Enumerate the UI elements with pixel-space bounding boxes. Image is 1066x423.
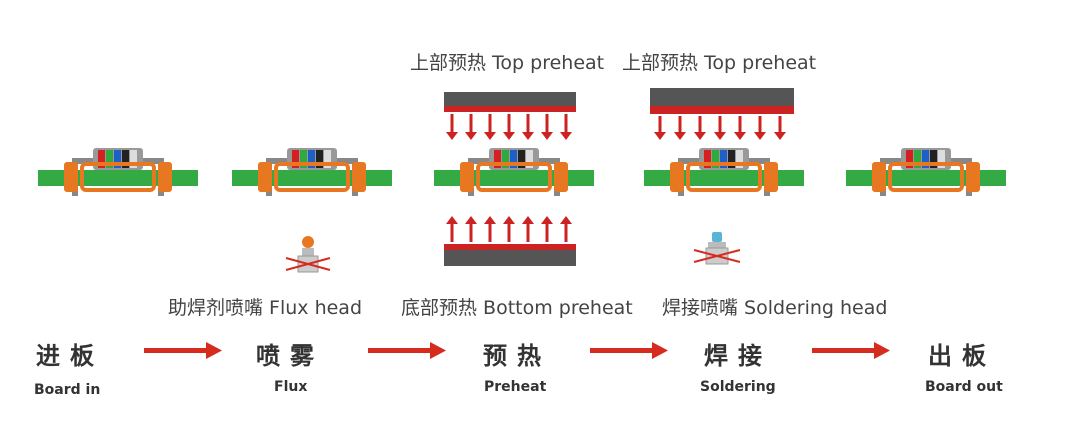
step-en-board-in: Board in — [34, 382, 101, 398]
board-unit-4 — [642, 146, 806, 198]
step-en-board-out: Board out — [925, 379, 1003, 395]
step-cn-soldering: 焊接 — [704, 342, 772, 370]
step-cn-preheat: 预热 — [483, 342, 551, 370]
step-en-preheat: Preheat — [484, 379, 547, 395]
label-soldering-head: 焊接喷嘴 Soldering head — [662, 297, 888, 319]
bottom-heater — [444, 216, 576, 266]
label-flux-head: 助焊剂喷嘴 Flux head — [168, 297, 363, 319]
label-top-preheat-2: 上部预热 Top preheat — [622, 52, 817, 74]
flow-arrow-4 — [812, 342, 890, 359]
step-en-flux: Flux — [274, 379, 308, 395]
flux-nozzle-icon — [285, 236, 331, 273]
board-unit-3 — [432, 146, 596, 198]
soldering-nozzle-icon — [693, 232, 741, 265]
step-en-soldering: Soldering — [700, 379, 776, 395]
flow-arrow-2 — [368, 342, 446, 359]
step-cn-board-in: 进板 — [36, 342, 104, 370]
board-unit-2 — [230, 146, 394, 198]
top-heater-2 — [650, 88, 794, 140]
board-unit-5 — [844, 146, 1008, 198]
label-bottom-preheat: 底部预热 Bottom preheat — [401, 297, 633, 319]
label-top-preheat-1: 上部预热 Top preheat — [410, 52, 605, 74]
step-cn-flux: 喷雾 — [256, 342, 324, 370]
board-unit-1 — [36, 146, 200, 198]
top-heater-1 — [444, 92, 576, 140]
step-cn-board-out: 出板 — [928, 342, 996, 370]
flow-arrow-3 — [590, 342, 668, 359]
flow-arrow-1 — [144, 342, 222, 359]
